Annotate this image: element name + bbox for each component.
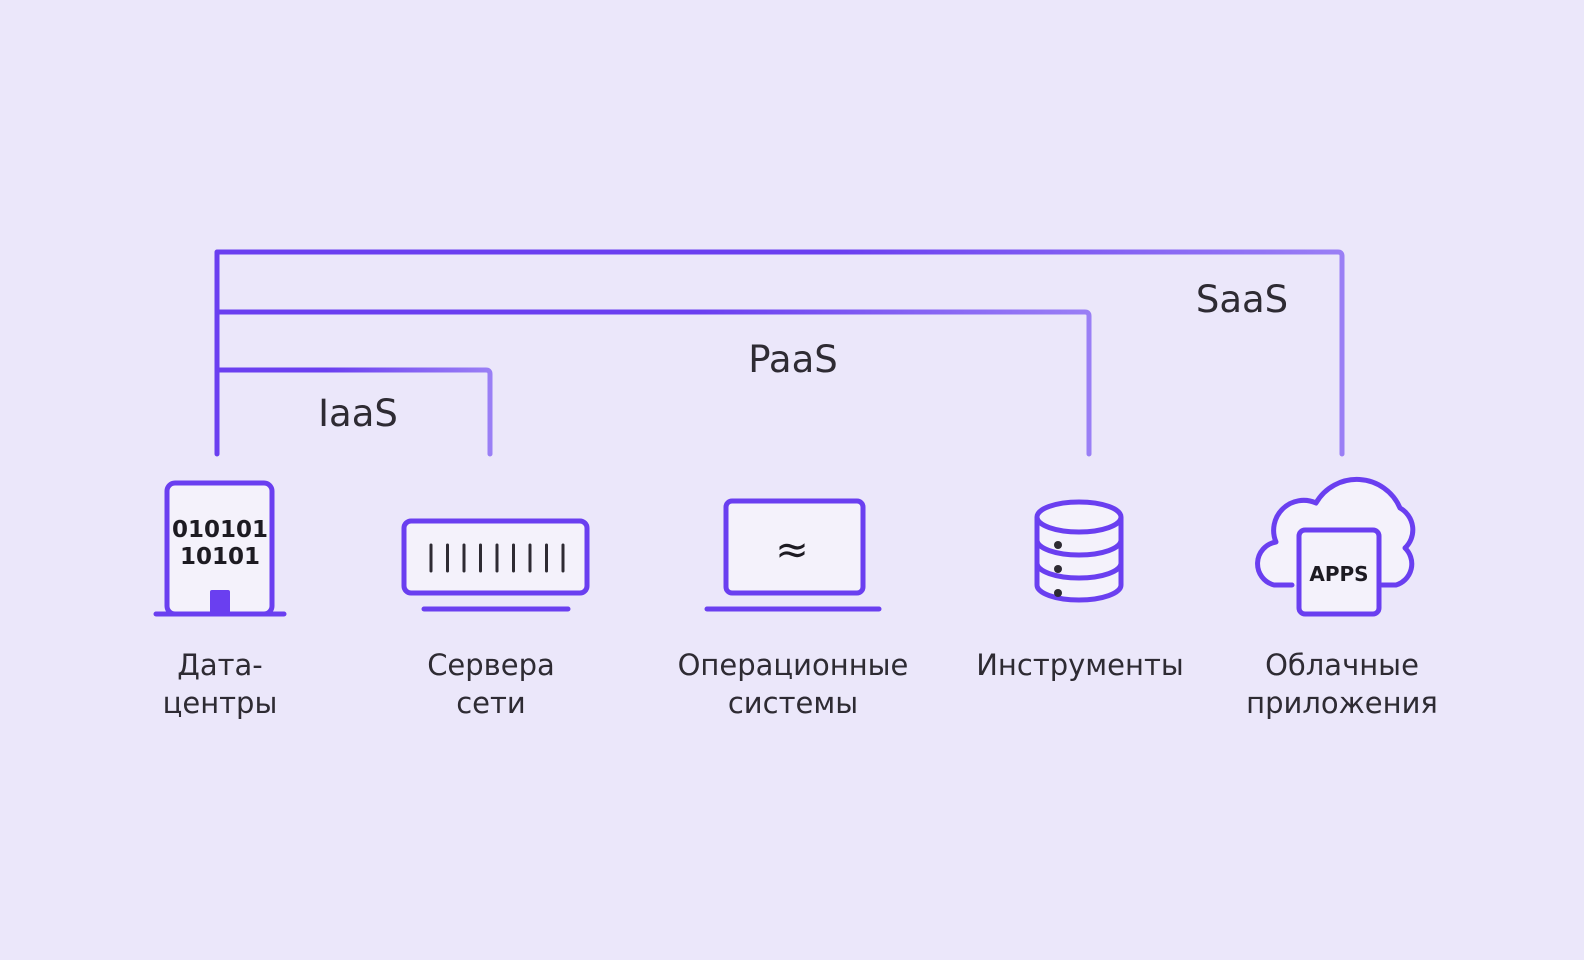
- component-label-line: Операционные: [677, 648, 909, 682]
- datacenter-icon: 010101 10101: [153, 480, 287, 617]
- database-top: [1034, 499, 1124, 535]
- component-label-line: центры: [162, 686, 278, 720]
- component-label-line: Сервера: [427, 648, 555, 682]
- laptop-screen: [723, 498, 866, 596]
- component-label-line: системы: [727, 686, 859, 720]
- cloud-apps-icon: APPS: [1255, 476, 1416, 617]
- component-label-line: приложения: [1246, 686, 1438, 720]
- component-label-datacenters: Дата- центры: [163, 646, 278, 722]
- tier-label-iaas: IaaS: [318, 392, 398, 435]
- database-ring-1: [1034, 539, 1124, 558]
- component-label-os: Операционные системы: [678, 646, 909, 722]
- database-body: [1034, 517, 1124, 603]
- tier-label-saas: SaaS: [1195, 278, 1289, 321]
- tier-label-paas: PaaS: [748, 338, 838, 381]
- component-label-line: Дата-: [177, 648, 263, 682]
- component-label-line: сети: [456, 686, 526, 720]
- server-rack-bars: [429, 543, 565, 573]
- datacenter-door: [210, 590, 230, 614]
- server-rack-icon: [401, 518, 590, 612]
- component-label-cloud-apps: Облачные приложения: [1246, 646, 1438, 722]
- component-label-servers: Сервера сети: [427, 646, 555, 722]
- apps-box-label: APPS: [1309, 562, 1368, 586]
- component-label-tools: Инструменты: [976, 646, 1184, 684]
- database-icon: [1034, 499, 1124, 603]
- tier-brackets: [214, 249, 1345, 457]
- component-label-line: Облачные: [1265, 648, 1419, 682]
- datacenter-binary-line2: 10101: [180, 544, 260, 570]
- database-dot: [1054, 541, 1062, 549]
- saas-bracket: [214, 249, 1345, 457]
- laptop-icon: ≈: [704, 498, 882, 612]
- iaas-bracket: [214, 367, 493, 457]
- apps-box: [1296, 527, 1382, 617]
- datacenter-binary-line1: 010101: [172, 517, 268, 543]
- database-dot: [1054, 589, 1062, 597]
- paas-bracket: [214, 309, 1092, 457]
- database-dot: [1054, 565, 1062, 573]
- laptop-wave-glyph: ≈: [775, 527, 809, 573]
- component-label-line: Инструменты: [976, 648, 1184, 682]
- database-ring-2: [1034, 562, 1124, 581]
